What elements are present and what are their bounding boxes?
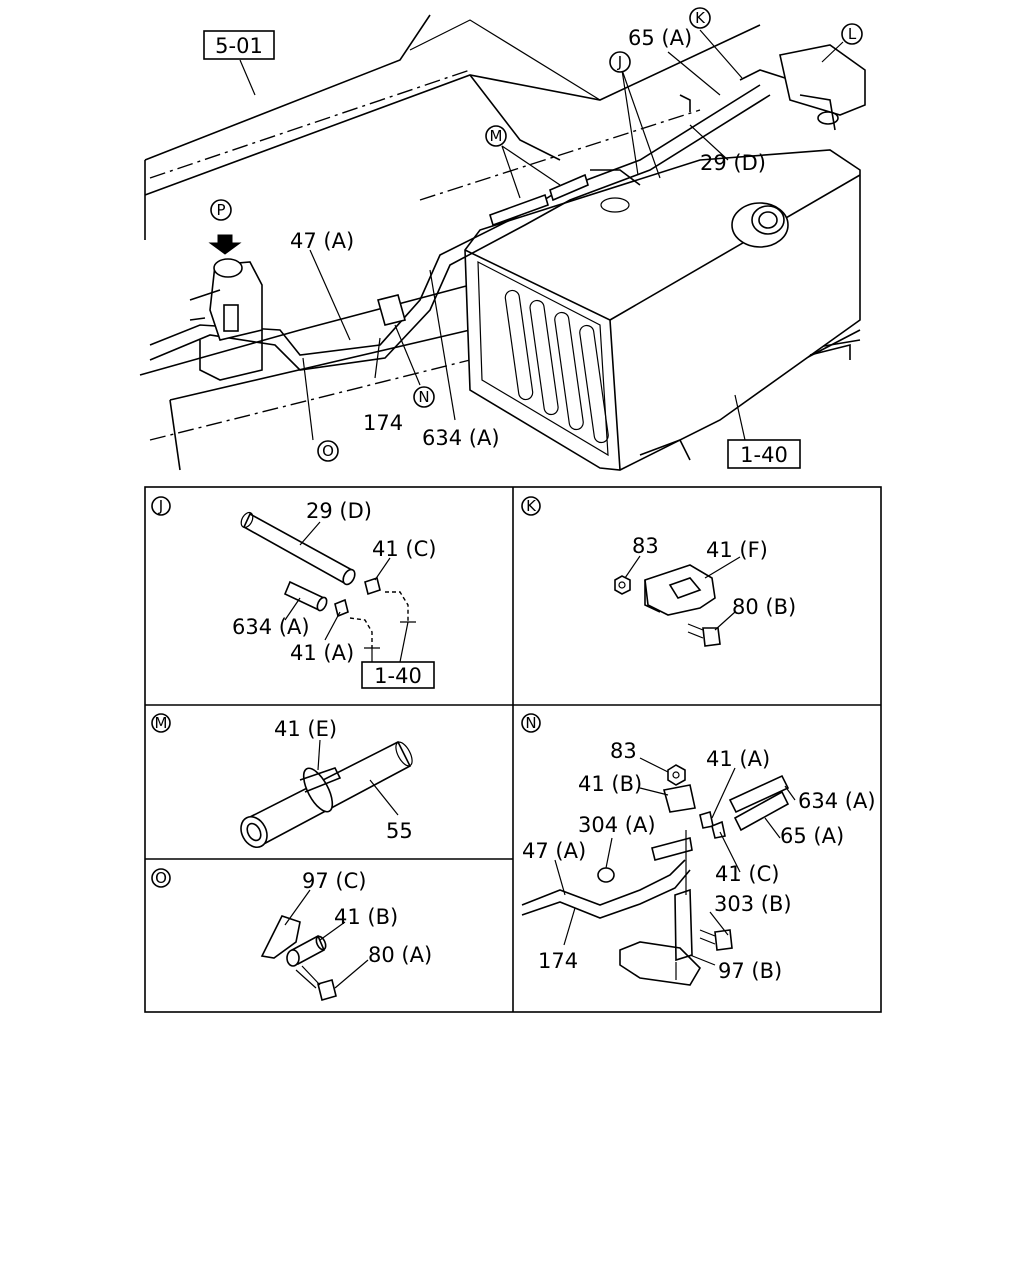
panel-n-label-41b: 41 (B) — [578, 772, 642, 796]
panel-o-label-41b: 41 (B) — [334, 905, 398, 929]
panel-k-letter: K — [526, 497, 537, 515]
callout-l: L — [848, 25, 857, 43]
panel-j-label-41c: 41 (C) — [372, 537, 436, 561]
panel-j: J 1-40 29 (D) 41 (C) 634 (A) 41 (A) — [151, 496, 436, 689]
panel-j-label-41a: 41 (A) — [290, 641, 354, 665]
callout-m: M — [490, 127, 503, 145]
panel-o: O 97 (C) 41 (B) 80 (A) — [151, 868, 432, 1001]
panel-k-label-80b: 80 (B) — [732, 595, 796, 619]
label-634a: 634 (A) — [422, 426, 500, 450]
callout-j: J — [617, 53, 622, 71]
panel-n: N 83 41 (A) — [521, 713, 876, 986]
panel-n-letter: N — [525, 714, 536, 732]
ref-1-40-main: 1-40 — [740, 443, 788, 467]
panel-m-label-41e: 41 (E) — [274, 717, 337, 741]
label-65a: 65 (A) — [628, 26, 692, 50]
panel-j-label-29d: 29 (D) — [306, 499, 372, 523]
panel-n-label-83: 83 — [610, 739, 637, 763]
panel-n-label-97b: 97 (B) — [718, 959, 782, 983]
panel-o-label-80a: 80 (A) — [368, 943, 432, 967]
panel-k-label-83: 83 — [632, 534, 659, 558]
panel-n-label-41c: 41 (C) — [715, 862, 779, 886]
panel-j-label-634a: 634 (A) — [232, 615, 310, 639]
panel-j-ref-1-40: 1-40 — [374, 664, 422, 688]
panel-n-label-304a: 304 (A) — [578, 813, 656, 837]
label-29d: 29 (D) — [700, 151, 766, 175]
callout-o: O — [322, 442, 334, 460]
label-47a: 47 (A) — [290, 229, 354, 253]
ref-5-01: 5-01 — [215, 34, 263, 58]
callout-k: K — [695, 9, 706, 27]
panel-n-label-47a: 47 (A) — [522, 839, 586, 863]
panel-n-label-303b: 303 (B) — [714, 892, 792, 916]
panel-o-letter: O — [155, 869, 167, 887]
panel-n-label-65a: 65 (A) — [780, 824, 844, 848]
panel-m: M 41 (E) 55 — [151, 713, 413, 849]
panel-m-letter: M — [155, 714, 168, 732]
detail-panels-grid — [144, 486, 882, 1013]
label-174: 174 — [363, 411, 403, 435]
main-assembly-view: 5-01 1-40 P M J K L N O 65 (A) 29 (D) 47… — [139, 7, 866, 471]
panel-k: K 83 41 (F) 80 (B) — [521, 496, 796, 647]
callout-p: P — [216, 201, 225, 219]
panel-o-label-97c: 97 (C) — [302, 869, 366, 893]
panel-n-label-634a: 634 (A) — [798, 789, 876, 813]
callout-n: N — [418, 388, 429, 406]
panel-k-label-41f: 41 (F) — [706, 538, 768, 562]
panel-j-letter: J — [158, 497, 163, 515]
panel-n-label-174: 174 — [538, 949, 578, 973]
panel-m-label-55: 55 — [386, 819, 413, 843]
panel-n-label-41a: 41 (A) — [706, 747, 770, 771]
